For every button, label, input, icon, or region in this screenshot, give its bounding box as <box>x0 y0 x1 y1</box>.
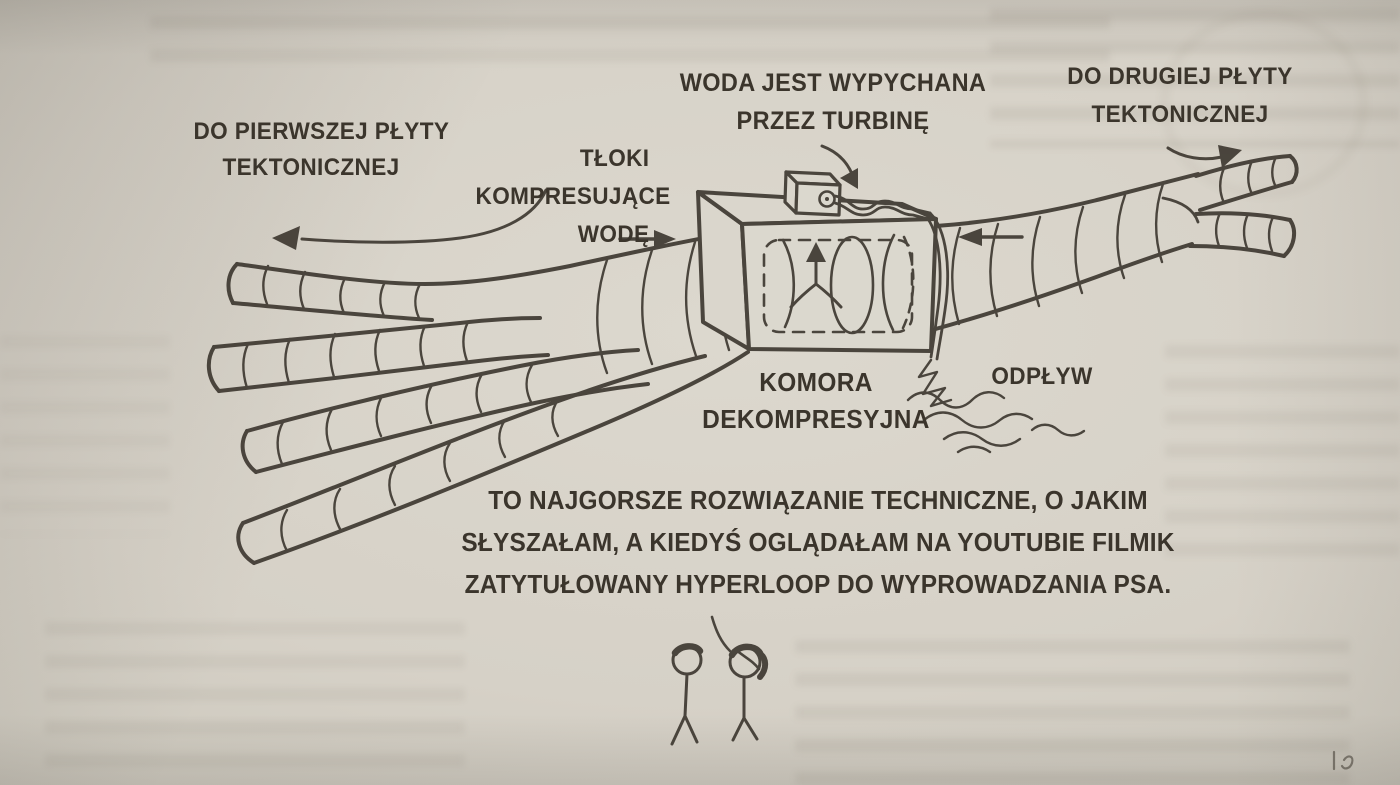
drain-pipe-inner <box>926 217 942 359</box>
caption-line: SŁYSZAŁAM, A KIEDYŚ OGLĄDAŁAM NA YOUTUBI… <box>461 527 1175 557</box>
tube-branch4-bottom <box>252 350 750 565</box>
left-tube-to-first-plate <box>206 229 750 565</box>
label-line: WODĘ <box>577 221 650 248</box>
label-second-plate: DO DRUGIEJ PŁYTY TEKTONICZNEJ <box>1063 58 1298 134</box>
leg-left <box>731 716 746 742</box>
stick-figure-megan <box>728 643 769 742</box>
finger1-ribs <box>1219 155 1278 205</box>
caption-text: TO NAJGORSZE ROZWIĄZANIE TECHNICZNE, O J… <box>423 479 1213 605</box>
turbine-assembly <box>783 170 950 361</box>
turbine-pipe-upper <box>833 194 932 215</box>
tube-branch3-ribs <box>276 363 534 466</box>
label-first-plate: DO PIERWSZEJ PŁYTY TEKTONICZNEJ <box>193 114 450 186</box>
label-line: KOMORA <box>759 367 873 397</box>
tube-branch2-bottom <box>217 353 550 393</box>
finger2-ribs <box>1214 211 1275 253</box>
caption-line: TO NAJGORSZE ROZWIĄZANIE TECHNICZNE, O J… <box>488 485 1148 515</box>
finger1-bottom <box>1198 180 1294 212</box>
tube-branch3-top <box>245 348 640 433</box>
tube-branch2-top <box>212 316 542 349</box>
leg-left <box>670 714 687 746</box>
tube-branch1-cap <box>226 262 239 305</box>
water-pushed-right-icon <box>618 230 676 248</box>
leg-right <box>683 714 699 744</box>
finger2-top <box>1194 211 1292 222</box>
caption-line: ZATYTUŁOWANY HYPERLOOP DO WYPROWADZANIA … <box>464 569 1172 599</box>
arrowhead <box>272 226 300 250</box>
tube-branch3-bottom <box>254 382 650 474</box>
tube-branch2-ribs <box>242 320 470 390</box>
flow-up-arrow-head <box>806 242 826 262</box>
label-line: KOMPRESUJĄCE <box>475 183 671 210</box>
label-line: DEKOMPRESYJNA <box>702 404 930 434</box>
label-line: DO DRUGIEJ PŁYTY <box>1067 63 1293 90</box>
tube-ribs <box>951 182 1165 326</box>
flow-up-arrow-fork-left <box>789 282 818 309</box>
tube-branch4-top <box>241 354 707 525</box>
hair <box>671 643 704 657</box>
tube-branch2-cap <box>206 345 221 393</box>
finger2-cap <box>1282 218 1297 258</box>
finger2-bottom <box>1188 244 1286 258</box>
annotation-arrows <box>272 144 1242 250</box>
speech-line <box>710 615 732 653</box>
leg-right <box>742 716 759 741</box>
arrow-to-first-plate-icon <box>272 188 548 250</box>
flow-up-arrow-fork-right <box>814 282 843 309</box>
label-line: PRZEZ TURBINĘ <box>736 107 930 135</box>
label-line: DO PIERWSZEJ PŁYTY <box>193 118 450 145</box>
drain-splash <box>906 358 1086 454</box>
label-line: ODPŁYW <box>991 363 1093 390</box>
tube-top-edge <box>934 172 1200 228</box>
tube-branch4-cap <box>236 521 256 565</box>
label-outflow: ODPŁYW <box>986 362 1099 392</box>
decompression-chamber <box>696 190 938 353</box>
piston-left-arc <box>781 238 796 329</box>
piston-right-arc <box>881 233 896 332</box>
arrowhead <box>840 168 858 189</box>
turbine-pipe-lower <box>833 201 930 221</box>
body <box>683 672 689 718</box>
label-line: TEKTONICZNEJ <box>1091 101 1269 128</box>
drain-pipe-outer <box>928 211 950 361</box>
water-pushed-left-icon <box>958 228 1024 246</box>
speaker-group <box>670 615 769 746</box>
arrow-to-turbine-icon <box>820 144 858 189</box>
piston-center-lens <box>829 235 875 335</box>
finger-split-line <box>1161 196 1200 224</box>
piston-right-dashed-arc <box>901 235 915 330</box>
stick-figure-cueball <box>670 643 704 746</box>
finger1-top <box>1194 154 1292 178</box>
ponytail <box>756 650 769 680</box>
label-line: TEKTONICZNEJ <box>222 154 400 181</box>
tube-branch3-cap <box>240 429 258 474</box>
chamber-interior <box>762 233 915 335</box>
right-tube-to-second-plate <box>930 154 1299 332</box>
tube-branch1-bottom <box>231 301 434 322</box>
label-water-through-turbine: WODA JEST WYPYCHANA PRZEZ TURBINĘ <box>678 64 988 140</box>
turbine-port <box>818 190 836 208</box>
tube-trunk-top-edge <box>235 229 744 286</box>
arrow-to-second-plate-icon <box>1166 145 1242 168</box>
finger1-cap <box>1288 154 1299 184</box>
arrowhead <box>1218 145 1242 168</box>
tube-bottom-edge <box>930 242 1194 332</box>
label-compressing-pistons: TŁOKI KOMPRESUJĄCE WODĘ <box>475 140 671 254</box>
label-line: TŁOKI <box>579 145 650 172</box>
label-line: WODA JEST WYPYCHANA <box>679 69 987 97</box>
tube-branch1-ribs <box>262 264 422 320</box>
turbine-port-center <box>825 197 829 201</box>
piston-dashed-outline <box>762 238 914 334</box>
label-decompression-chamber: KOMORA DEKOMPRESYJNA <box>696 364 937 438</box>
tube-branch4-ribs <box>280 398 560 553</box>
page-corner-mark <box>1332 750 1354 771</box>
hair-swoosh <box>734 648 761 671</box>
